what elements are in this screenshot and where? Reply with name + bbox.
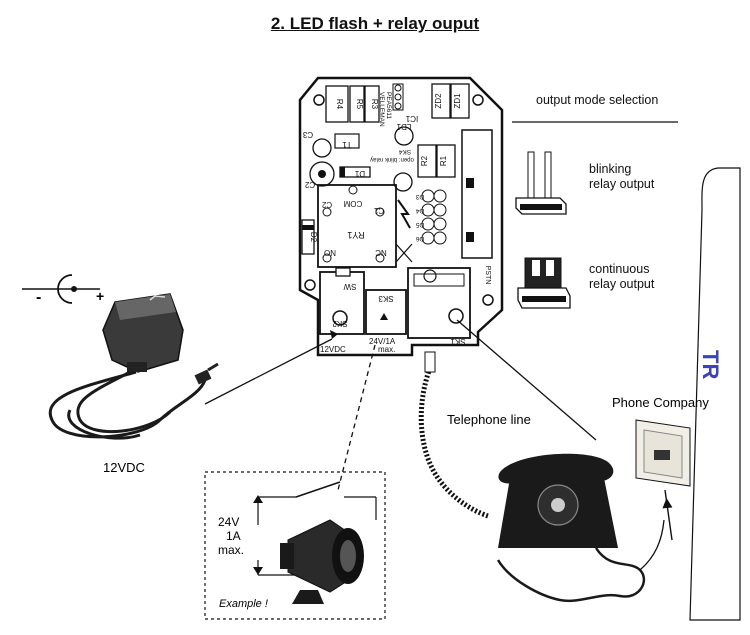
pcb-label-ic1: IC1: [405, 114, 418, 123]
pcb-label-ry1: RY1: [347, 230, 364, 240]
phone-company-card: TR: [689, 167, 741, 621]
pcb-label-sk4: SK4: [398, 148, 411, 155]
pcb-label-velleman: VELLEMAN: [378, 92, 385, 127]
phone-company-logo: TR: [698, 350, 723, 379]
relay-output-dashed-line: [337, 344, 376, 491]
adapter-connection-line: [204, 338, 333, 405]
power-polarity-symbol: [22, 274, 100, 304]
pcb-label-sk2: SK2: [332, 319, 348, 328]
output-mode-heading: output mode selection: [536, 93, 659, 107]
pcb-label-r4: R4: [335, 99, 344, 110]
siren-rating-line1: 24V: [218, 515, 239, 529]
pcb-label-sk1: SK1: [450, 337, 466, 346]
pcb-label-sk3: SK3: [378, 294, 394, 303]
pcb-label-sw: SW: [343, 282, 356, 291]
page-title: 2. LED flash + relay ouput: [270, 14, 480, 33]
pcb-label-c2: C2: [304, 180, 315, 189]
power-minus-label: -: [36, 289, 41, 306]
pcb-label-ld1: LD1: [396, 122, 411, 131]
pcb-label-sk4-note: open: blink relay: [370, 156, 414, 162]
continuous-label-line1: continuous: [589, 262, 650, 276]
pcb-label-rating: 24V/1A: [369, 337, 396, 346]
pcb-label-d5: D5: [415, 221, 424, 228]
wall-socket-image: [635, 419, 691, 541]
pcb-label-com: COM: [343, 199, 362, 208]
siren-example-box: [204, 471, 386, 620]
pcb-label-zd1: ZD1: [453, 93, 462, 109]
blinking-jumper-image: [515, 151, 567, 215]
pcb-label-d6: D6: [415, 235, 424, 242]
blinking-label-line1: blinking: [589, 162, 632, 176]
blinking-label-line2: relay output: [589, 177, 655, 191]
phone-company-label: Phone Company: [612, 395, 709, 410]
continuous-jumper-image: [517, 257, 571, 309]
pcb-label-r2: R2: [420, 155, 429, 166]
pcb-label-12vdc: 12VDC: [320, 345, 346, 354]
pcb-board: [298, 76, 504, 357]
pcb-label-pstn: PSTN: [484, 266, 491, 285]
power-plus-label: +: [96, 288, 104, 304]
siren-example-label: Example !: [219, 598, 268, 610]
pcb-label-r3: R3: [370, 99, 379, 110]
siren-rating-line2: 1A: [226, 529, 241, 543]
continuous-label-line2: relay output: [589, 277, 655, 291]
power-adapter-label: 12VDC: [103, 460, 145, 475]
pcb-label-code: PEA5611: [385, 92, 392, 119]
pcb-label-c2b: C2: [321, 200, 332, 209]
power-adapter-image: [48, 293, 219, 440]
siren-rating-line3: max.: [218, 543, 244, 557]
pcb-label-nc: NC: [375, 248, 387, 257]
pcb-label-d1: D1: [354, 169, 365, 178]
line-connection: [456, 319, 597, 441]
siren-speaker-image: [280, 519, 364, 604]
pcb-label-no: NO: [324, 248, 336, 257]
pcb-label-d4: D4: [415, 207, 424, 214]
pcb-label-t1: T1: [342, 140, 352, 149]
telephone-image: [418, 351, 665, 603]
pcb-label-d3: D3: [415, 193, 424, 200]
pcb-label-c3: C3: [302, 130, 313, 139]
pcb-label-r1: R1: [439, 155, 448, 166]
pcb-label-r5: R5: [355, 99, 364, 110]
pcb-label-rating-max: max.: [378, 345, 395, 354]
telephone-line-label: Telephone line: [447, 412, 531, 427]
pcb-label-c1: C1: [373, 206, 384, 215]
pcb-labels: R4 R5 R3 ZD2 ZD1 R2 R1 IC1 VELLEMAN PEA5…: [302, 92, 491, 354]
pcb-label-zd2: ZD2: [434, 93, 443, 109]
pcb-label-d2: D2: [309, 232, 318, 243]
siren-wiring: [253, 481, 377, 576]
